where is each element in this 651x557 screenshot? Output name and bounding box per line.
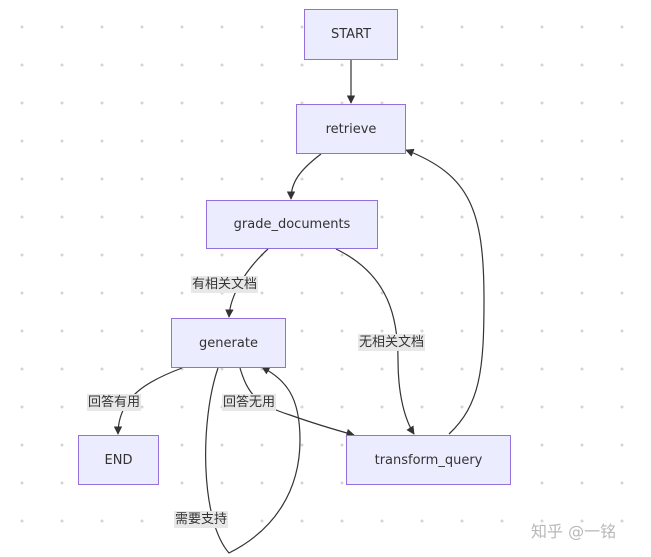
- node-transform-query: transform_query: [346, 435, 511, 485]
- edge-generate-end: [113, 367, 183, 435]
- watermark: 知乎 @一铭: [531, 522, 617, 541]
- node-start: START: [304, 9, 398, 60]
- node-generate: generate: [171, 318, 286, 368]
- node-grade-documents: grade_documents: [206, 200, 378, 249]
- label-answer-useless: 回答无用: [222, 394, 277, 411]
- edge-generate-transform: [239, 367, 355, 438]
- label-needs-support: 需要支持: [174, 511, 229, 528]
- node-end: END: [78, 435, 159, 485]
- label-relevant-docs: 有相关文档: [191, 276, 259, 293]
- edge-generate-self: [205, 366, 301, 554]
- edge-retrieve-grade: [286, 153, 322, 200]
- label-no-relevant-docs: 无相关文档: [358, 334, 426, 351]
- edge-transform-retrieve: [405, 148, 485, 435]
- label-answer-useful: 回答有用: [87, 394, 142, 411]
- node-retrieve: retrieve: [296, 104, 406, 154]
